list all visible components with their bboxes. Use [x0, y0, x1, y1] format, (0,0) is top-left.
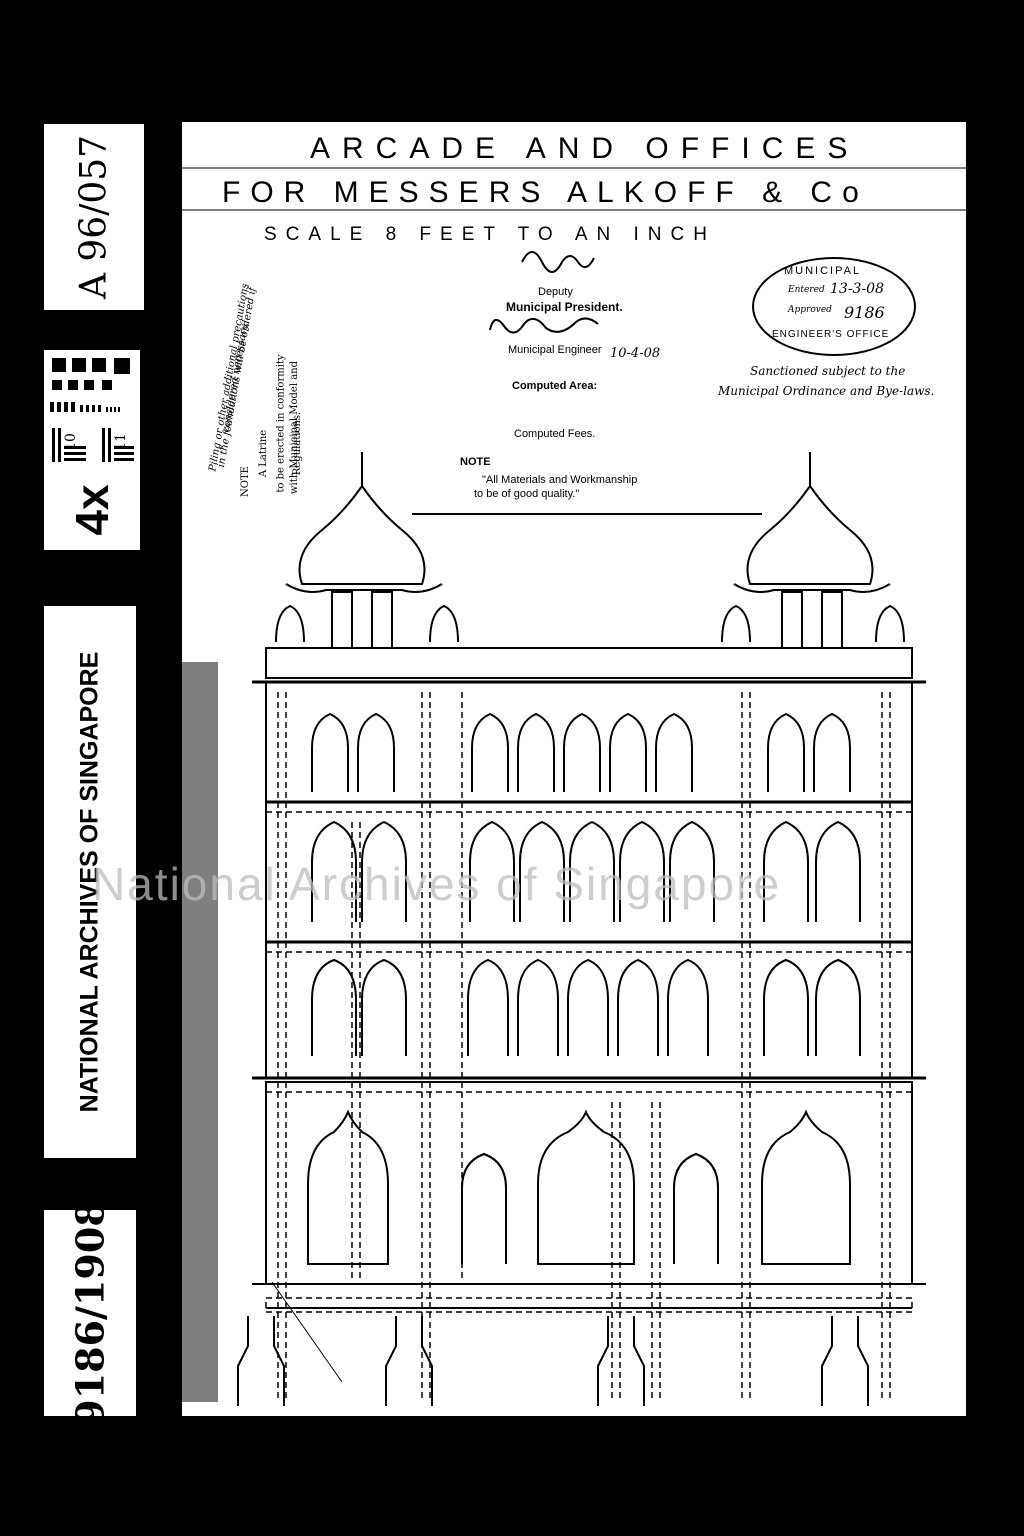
drawing-client: FOR MESSERS ALKOFF & Co	[222, 176, 869, 209]
right-dome	[746, 484, 874, 585]
stamp-number: 9186	[844, 303, 885, 322]
left-dome	[298, 484, 426, 585]
reduction-ratio: 4x	[66, 484, 118, 536]
stamp-bottom: ENGINEER'S OFFICE	[772, 329, 890, 340]
stamp-entered: Entered	[788, 285, 825, 295]
sanction-line-1: Sanctioned subject to the	[750, 364, 906, 378]
film-sidebar: A 96/057 10 11	[6, 122, 182, 1426]
note-text: "All Materials and Workmanship	[482, 474, 638, 486]
stamp-approved: Approved	[788, 305, 832, 315]
reference-label: A 96/057	[44, 124, 144, 310]
president-label: Municipal President.	[506, 300, 623, 314]
signature-date: 10-4-08	[610, 346, 661, 361]
scale-number-11: 11	[112, 433, 129, 451]
computed-area: Computed Area:	[512, 380, 598, 392]
plan-number-label: 9186/1908	[44, 1200, 136, 1426]
note-text-2: to be of good quality."	[474, 488, 580, 500]
note-heading: NOTE	[460, 456, 491, 468]
architectural-drawing: ARCADE AND OFFICES FOR MESSERS ALKOFF & …	[92, 122, 966, 1416]
engineer-label: Municipal Engineer	[508, 344, 602, 356]
archive-watermark: National Archives of Singapore	[92, 858, 782, 910]
computed-fees: Computed Fees.	[514, 428, 596, 440]
elevation-drawing	[182, 167, 966, 1406]
signature-engineer	[489, 317, 599, 334]
sanction-line-2: Municipal Ordinance and Bye-laws.	[718, 384, 935, 398]
drawing-scale: SCALE 8 FEET TO AN INCH	[264, 224, 716, 245]
plan-number: 9186/1908	[67, 1200, 113, 1426]
scale-target: 10 11 4x	[44, 350, 140, 550]
stamp-entered-value: 13-3-08	[830, 281, 884, 297]
resolution-chart-icon	[50, 358, 134, 462]
stamp-top: MUNICIPAL	[784, 265, 862, 277]
signature-deputy	[521, 251, 595, 273]
drawing-title: ARCADE AND OFFICES	[310, 132, 860, 165]
deputy-label: Deputy	[538, 286, 573, 298]
archive-label: NATIONAL ARCHIVES OF SINGAPORE	[44, 606, 136, 1158]
municipal-stamp: MUNICIPAL Entered 13-3-08 Approved 9186 …	[752, 257, 916, 356]
scale-number-10: 10	[62, 433, 79, 451]
reference-text: A 96/057	[73, 134, 115, 300]
